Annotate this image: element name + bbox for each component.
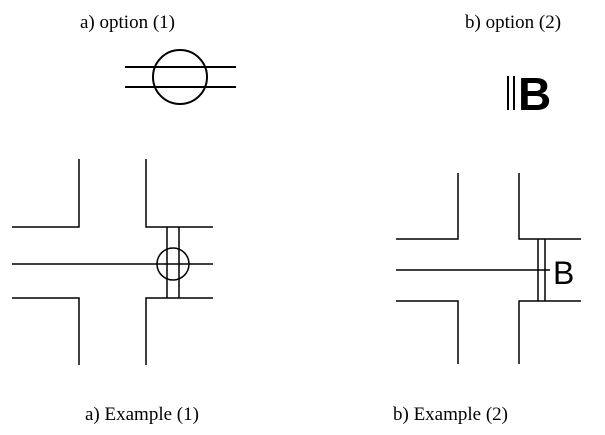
example-2-corner-bottom-left <box>396 300 459 364</box>
example-1-corner-top-right <box>145 159 213 228</box>
example-2-intersection: B <box>396 173 581 364</box>
option-1-symbol <box>125 49 236 105</box>
example-2-corner-top-left <box>396 173 459 240</box>
example-1-corner-bottom-left <box>12 297 80 365</box>
example-2-corner-bottom-right <box>518 300 581 364</box>
example-2-corner-top-right <box>518 173 581 240</box>
example-2-caption: b) Example (2) <box>393 404 509 425</box>
option-1-circle <box>152 49 208 105</box>
option-1-caption: a) option (1) <box>80 12 175 33</box>
example-1-corner-top-left <box>12 159 80 228</box>
example-1-circle-marker <box>156 247 190 281</box>
example-1-corner-bottom-right <box>145 297 213 365</box>
option-2-caption: b) option (2) <box>465 12 562 33</box>
example-1-caption: a) Example (1) <box>85 404 199 425</box>
option-2-symbol: B <box>507 68 551 120</box>
example-1-intersection <box>12 159 213 365</box>
example-2-letter: B <box>553 255 574 291</box>
option-2-letter: B <box>518 68 551 120</box>
